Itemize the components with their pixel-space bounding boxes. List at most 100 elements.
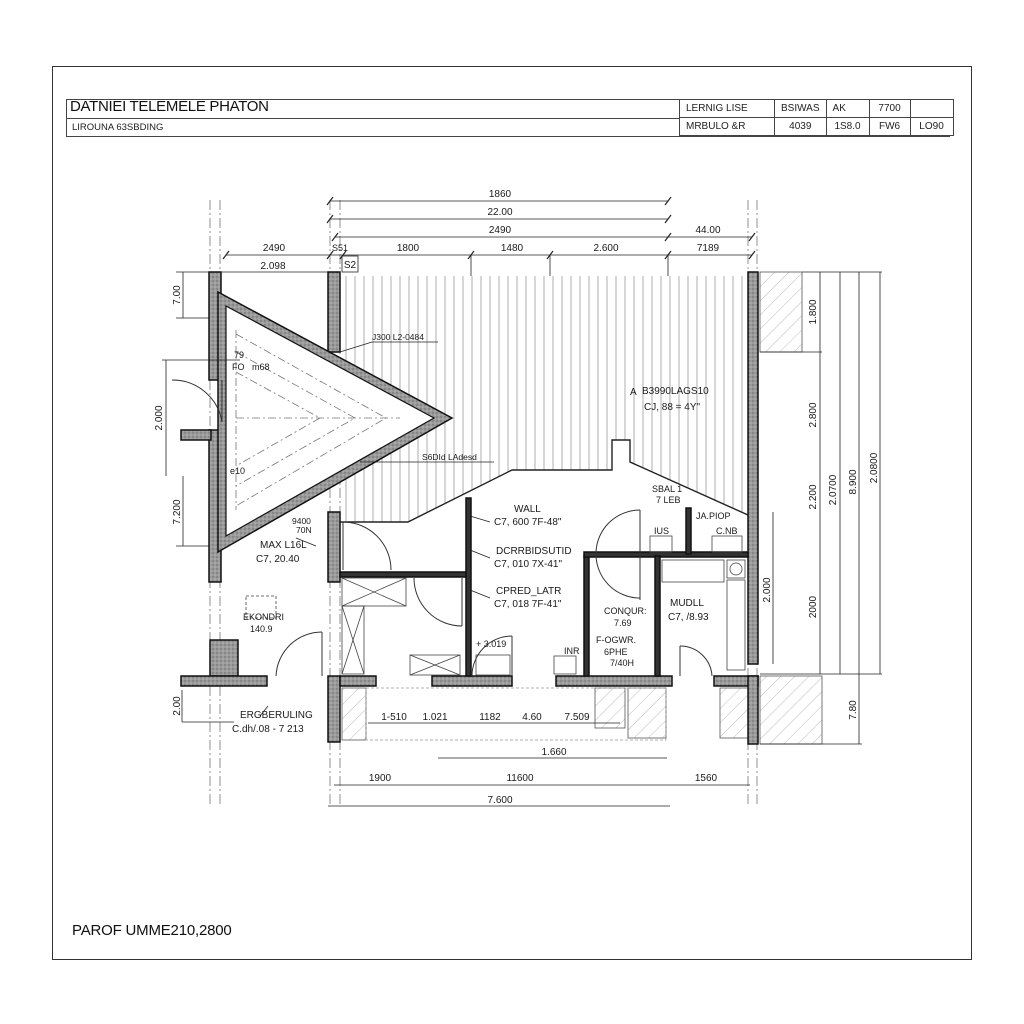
label-tri-tag-top: 79 xyxy=(234,350,244,360)
leader-lines xyxy=(259,341,494,717)
dim-right-d1: 1.800 xyxy=(808,299,819,324)
dim-right-d2: 2.800 xyxy=(808,402,819,427)
dim-left-d2: 2.000 xyxy=(154,405,165,430)
ergo-room-value: C.dh/.08 - 7 213 xyxy=(232,724,304,735)
dim-bottom-seg-1: 1900 xyxy=(369,773,392,784)
dim-bottom-inner-4: 4.60 xyxy=(522,712,542,723)
project-subtitle: LIROUNA 63SBDING xyxy=(72,122,164,133)
big-room-code: B3990LAGS10 xyxy=(642,386,709,397)
label-ius: IUS xyxy=(654,526,669,536)
dim-right-d8: 2.0800 xyxy=(869,452,880,483)
big-room-marker: A xyxy=(630,387,637,398)
main-hall-hatch xyxy=(340,276,749,523)
big-room-value: CJ, 88 = 4Y" xyxy=(644,402,701,413)
dim-top-s1: S51 xyxy=(332,243,348,253)
fixtures xyxy=(245,535,746,676)
sbal-room-name: SBAL 1 xyxy=(652,484,682,494)
wall-room-value: C7, 600 7F-48" xyxy=(494,517,562,528)
mudll-room-value: C7, /8.93 xyxy=(668,612,709,623)
dim-bottom-inner-1: 1-510 xyxy=(381,712,407,723)
dim-top-overall-1: 1860 xyxy=(489,189,512,200)
title-block-left-rule xyxy=(66,99,67,136)
ekon-room-name: EKONDRI xyxy=(243,612,284,622)
label-cnb: C.NB xyxy=(716,526,738,536)
label-tri-tag-bottom: e10 xyxy=(230,466,245,476)
dim-left-d1: 7.00 xyxy=(172,285,183,305)
walls xyxy=(180,271,759,745)
dim-top-left-sub: 2.098 xyxy=(260,261,285,272)
dim-left-d3: 7.200 xyxy=(172,499,183,524)
dimension-lines-bottom xyxy=(328,722,750,807)
dim-top-seg-1: 1800 xyxy=(397,243,420,254)
dim-bottom-inner-3: 1182 xyxy=(479,712,501,723)
label-tri-leader-top: J300 L2-0484 xyxy=(372,332,424,342)
dimension-lines-left xyxy=(162,271,240,723)
title-block-row: MRBULO &R 4039 1S8.0 FW6 LO90 xyxy=(679,117,954,136)
title-block-top-rule xyxy=(66,99,950,100)
max-room-value: C7, 20.40 xyxy=(256,554,300,565)
drawing-sheet-border xyxy=(52,66,972,960)
label-tri-tag-box: FO xyxy=(232,362,245,372)
fogwr-room-extra: 7/40H xyxy=(610,658,634,668)
dim-bottom-seg-3: 1560 xyxy=(695,773,718,784)
label-plus-value: + 3.019 xyxy=(476,639,506,649)
label-tri-tag-side: m68 xyxy=(252,362,270,372)
dim-right-d3: 2.200 xyxy=(808,484,819,509)
dim-top-left-span: 2490 xyxy=(263,243,286,254)
dim-top-seg-2: 1480 xyxy=(501,243,524,254)
dimension-lines-top xyxy=(220,196,756,276)
title-block-bottom-rule xyxy=(66,136,950,137)
max-room-name: MAX L16L xyxy=(260,540,307,551)
sbal-room-value: 7 LEB xyxy=(656,495,681,505)
label-inr: INR xyxy=(564,646,580,656)
dim-bottom-inner-5: 7.509 xyxy=(564,712,589,723)
dim-top-seg-4: 7189 xyxy=(697,243,720,254)
dimension-labels-left: 7.00 2.000 7.200 2.00 xyxy=(154,285,183,716)
ekon-room-value: 140.9 xyxy=(250,624,273,634)
dimension-labels-top: 1860 22.00 2490 44.00 2490 2.098 S51 S2 … xyxy=(260,189,720,272)
fogwr-room-value: 6PHE xyxy=(604,647,628,657)
title-block-cell: 4039 xyxy=(774,117,827,136)
title-block-cell: MRBULO &R xyxy=(679,117,775,136)
corridor-room-value: C7, 010 7X-41" xyxy=(494,559,562,570)
dim-bottom-overall: 7.600 xyxy=(487,795,512,806)
dim-bottom-mid: 1.660 xyxy=(541,747,566,758)
dim-top-s2: S2 xyxy=(344,260,357,271)
dimension-labels-bottom: 1-510 1.021 1182 4.60 7.509 1.660 1900 1… xyxy=(369,712,718,806)
conqur-room-name: CONQUR: xyxy=(604,606,647,616)
dim-right-d5: 2.000 xyxy=(762,577,773,602)
title-block-middle-rule xyxy=(66,118,680,119)
wall-room-name: WALL xyxy=(514,504,541,515)
dim-bottom-inner-2: 1.021 xyxy=(422,712,447,723)
dimension-lines-right xyxy=(760,271,882,745)
dim-bottom-seg-2: 11600 xyxy=(506,773,534,784)
label-japiop: JA.PIOP xyxy=(696,511,731,521)
dim-right-d9: 7.80 xyxy=(848,700,859,720)
doors xyxy=(171,379,713,677)
dim-top-overall-2: 22.00 xyxy=(487,207,512,218)
footer-label: PAROF UMME210,2800 xyxy=(72,922,232,939)
dim-right-d6: 2.0700 xyxy=(828,474,839,505)
triangular-structure xyxy=(217,290,454,554)
title-block-table: LERNIG LISE BSIWAS AK 7700 MRBULO &R 403… xyxy=(679,99,954,136)
dim-right-d4: 2000 xyxy=(808,595,819,618)
dim-top-overall-3: 2490 xyxy=(489,225,512,236)
cpred-room-value: C7, 018 7F-41" xyxy=(494,599,562,610)
tag-70n: 70N xyxy=(296,525,312,535)
exterior-hatch-blocks xyxy=(341,271,823,745)
title-block-row: LERNIG LISE BSIWAS AK 7700 xyxy=(679,99,954,118)
label-tri-leader-bottom: S6DId LAdesd xyxy=(422,452,477,462)
conqur-room-value: 7.69 xyxy=(614,618,632,628)
mudll-room-name: MUDLL xyxy=(670,598,704,609)
dim-left-d4: 2.00 xyxy=(172,696,183,716)
corridor-room-name: DCRRBIDSUTID xyxy=(496,546,572,557)
dimension-labels-right: 1.800 2.800 2.200 2000 2.000 2.0700 8.90… xyxy=(762,299,880,720)
tag-9400: 9400 xyxy=(292,516,311,526)
room-labels: J300 L2-0484 S6DId LAdesd 79 FO m68 e10 … xyxy=(230,332,738,735)
dim-right-d7: 8.900 xyxy=(848,469,859,494)
project-title: DATNIEI TELEMELE PHATON xyxy=(70,98,269,115)
dim-top-right-total: 44.00 xyxy=(695,225,720,236)
fogwr-room-name: F-OGWR. xyxy=(596,635,636,645)
title-block-cell: LO90 xyxy=(909,117,954,136)
